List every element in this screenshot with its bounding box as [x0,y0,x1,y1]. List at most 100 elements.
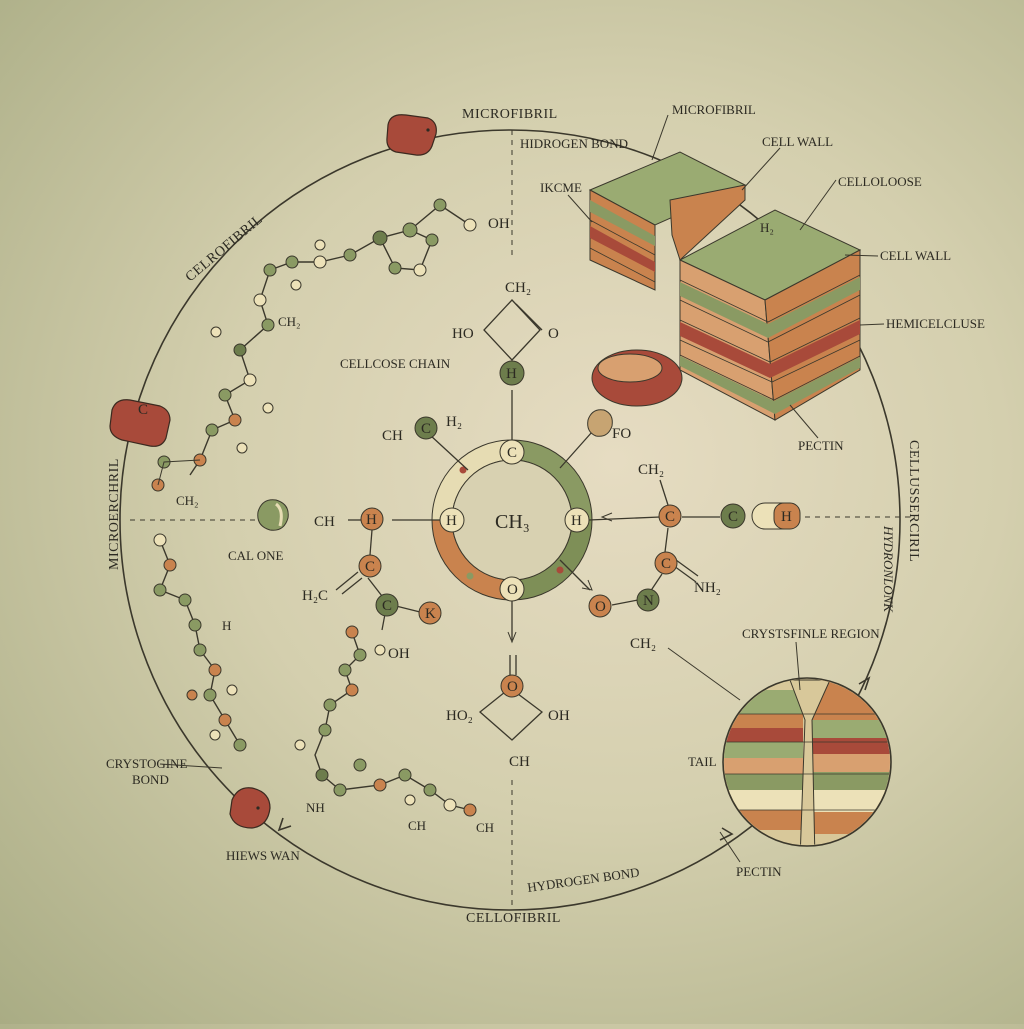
arrowhead [581,579,593,591]
atom-h-mid: H [366,512,377,528]
atom-ch-lower: CH [408,818,426,833]
atom-c-block: C [138,402,148,418]
leader-line [799,179,837,231]
label-hydrogen-bond-bottom: HYDROGEN BOND [526,864,640,895]
node-c-low [375,593,399,617]
atom-ch2-chain2: CH₂ [176,493,199,508]
node-c-right2 [654,551,678,575]
label-crystogine: CRYSTOGINE [106,756,187,771]
atom-c-node: C [728,509,738,525]
atom-ring-left: H [446,513,457,529]
red-block-left: C [109,399,171,447]
node-h-mid [360,507,384,531]
top-diamond [483,299,543,361]
node-n-right [636,588,660,612]
node-bottom-o [500,674,524,698]
atom-c-right: C [665,509,675,525]
label-tail: TAIL [688,754,717,769]
label-cellusserciril: CELLUSSERCIRIL [906,440,921,562]
arrowhead [600,512,613,522]
node-c-green [720,503,746,529]
atom-ch2-right: CH₂ [638,462,664,478]
arrowhead [277,817,292,832]
label-celloloose: CELLOLOOSE [838,174,922,189]
node-o-right [588,594,612,618]
label-h2-block: H₂ [760,220,774,235]
node-c-mid [358,554,382,578]
atom-center-ch3: CH₃ [495,511,530,533]
atom-top-ch2: CH₂ [505,280,531,296]
node-c-left [414,416,438,440]
label-ikcme: IKCME [540,180,582,195]
atom-ch-left: CH [382,428,403,444]
label-crystsfinle-region: CRYSTSFINLE REGION [742,626,880,641]
atom-h-chain: H [222,618,231,633]
label-cell-wall-1: CELL WALL [762,134,833,149]
atom-ch2-chain: CH₂ [278,314,301,329]
label-bond: BOND [132,772,169,787]
atom-ch-bottom: CH [509,754,530,770]
node-k-low [418,601,442,625]
atom-nh2: NH₂ [694,580,721,596]
lower-mid-chain [294,625,477,817]
atom-top-h: H [506,366,517,382]
lower-left-chain [153,533,247,752]
leader-line [795,641,801,691]
label-hemicelcluse: HEMICELCLUSE [886,316,985,331]
atom-ring-right: H [571,513,582,529]
label-pectin-block: PECTIN [798,438,844,453]
red-block-top [386,114,437,156]
atom-h2c: H₂C [302,588,328,604]
atom-c-left: C [421,421,431,437]
leader-line [651,114,669,161]
leader-line [159,763,223,769]
atom-ring-top: C [507,445,517,461]
atom-oh-lower: OH [388,646,410,662]
upper-left-chain [151,198,477,492]
pebble-fo [587,409,613,437]
capsule-h-end [773,502,801,530]
label-cellose-chain: CELLCOSE CHAIN [340,356,451,371]
ring-bonds [392,390,661,640]
red-block-bottom [229,787,271,829]
atom-c-low: C [382,598,392,614]
label-hydronlonk: HYDRONLONK [881,525,896,613]
leader-line [719,831,741,863]
label-microfibril-block: MICROFIBRIL [672,102,756,117]
atom-ring-bottom: O [507,582,518,598]
atom-oh-top: OH [488,216,510,232]
label-celrofibril: CELROFIBRIL [183,212,266,285]
atom-ch-mid: CH [314,514,335,530]
atom-top-ho: HO [452,326,474,342]
atom-h2-left: H₂ [446,414,462,430]
label-hydrogen-bond-top: HIDROGEN BOND [520,136,628,151]
arrowhead [858,676,871,691]
leader-line [789,404,819,439]
atom-c-mid: C [365,559,375,575]
pebble-cal-one [257,499,289,531]
label-microerchril: MICROERCHRIL [107,458,122,570]
atom-fo: FO [612,426,631,442]
atom-ch-lower2: CH [476,820,494,835]
leader-line [567,194,593,223]
leader-line [741,147,781,191]
leader-line [844,254,879,257]
leader-line [859,323,885,326]
arrowhead [507,631,517,644]
atom-bottom-o: O [507,679,518,695]
magnifier-lens [722,677,892,847]
atom-h-node: H [781,509,792,525]
atom-ho2: HO₂ [446,708,473,724]
atom-nh-lower: NH [306,800,325,815]
label-cell-wall-2: CELL WALL [880,248,951,263]
right-mid-bonds [611,479,720,606]
label-cal-one: CAL ONE [228,548,284,563]
atom-top-o: O [548,326,559,342]
leader-line [667,647,741,701]
outer-circle [119,129,901,911]
cell-wall-block [588,151,862,421]
left-mid-bonds [335,519,421,631]
label-pectin-lens: PECTIN [736,864,782,879]
